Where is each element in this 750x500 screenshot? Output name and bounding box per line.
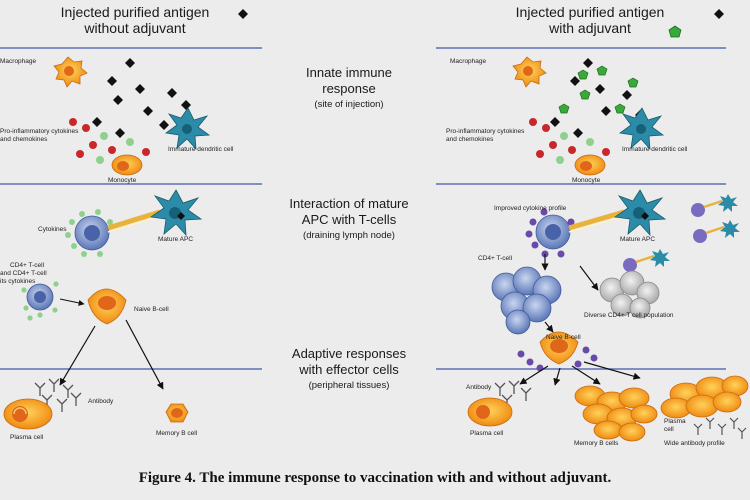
label-antibody-right: Antibody	[466, 384, 492, 391]
cd4-t-cell-icon	[21, 281, 59, 321]
mature-apc-icon	[149, 189, 203, 237]
mature-apc-icon	[613, 189, 667, 237]
label-monocyte-right: Monocyte	[572, 177, 601, 184]
divider-lines	[0, 47, 726, 370]
label-wide-right: Wide antibody profile	[664, 440, 725, 447]
label-mature-apc-right: Mature APC	[620, 236, 656, 243]
label-immature-dc-left: Immature dendritic cell	[168, 146, 234, 153]
label-memory-left: Memory B cell	[156, 430, 198, 437]
macrophage-icon	[53, 56, 88, 88]
label-plasma-left: Plasma cell	[10, 434, 44, 441]
label-diverse-right: Diverse CD4+ T cell population	[584, 312, 674, 319]
label-plasma2-right-line2: cell	[664, 426, 674, 433]
stage-adaptive-sub: (peripheral tissues)	[308, 380, 390, 391]
label-improved-right: Improved cytokine profile	[494, 205, 567, 212]
antigen-icon	[714, 9, 724, 19]
immature-dendritic-cell-icon	[618, 107, 665, 151]
stage-innate: Innate immune response (site of injectio…	[262, 65, 436, 113]
apc-pair-icon	[623, 194, 740, 272]
right-title-line1: Injected purified antigen	[515, 4, 665, 20]
cytokine-particles	[529, 118, 610, 164]
label-cd4b-left-line2: its cytokines	[0, 278, 36, 285]
stage-adaptive-line1: Adaptive responses	[291, 346, 407, 361]
monocyte-icon	[111, 154, 143, 176]
macrophage-icon	[512, 56, 547, 88]
label-plasma2-right-line1: Plasma	[664, 418, 686, 425]
apc-bridge	[107, 209, 161, 231]
t-cell-icon	[65, 209, 113, 257]
plasma-cell-icon	[3, 398, 53, 430]
label-cytokines-left: Pro-inflammatory cytokines and chemokine…	[0, 128, 78, 144]
plasma-cell-icon	[467, 397, 513, 427]
label-cd4b-left: and CD4+ T-cell its cytokines	[0, 270, 47, 286]
antigen-icon	[238, 9, 248, 19]
label-cd4b-left-line1: and CD4+ T-cell	[0, 270, 47, 277]
t-cell-icon	[525, 208, 575, 258]
left-title-line2: without adjuvant	[84, 20, 186, 36]
stage-innate-line1: Innate immune	[306, 65, 392, 80]
label-plasma-right: Plasma cell	[470, 430, 504, 437]
diverse-t-cell-population-icon	[599, 270, 660, 319]
adjuvant-particles	[558, 65, 639, 114]
stage-adaptive: Adaptive responses with effector cells (…	[262, 346, 436, 394]
immature-dendritic-cell-icon	[164, 107, 211, 151]
memory-b-cell-icon	[165, 403, 189, 423]
label-cytokines-left-line2: and chemokines	[0, 136, 48, 143]
label-antibody-left: Antibody	[88, 398, 114, 405]
plasma-cells-icon	[660, 375, 749, 419]
label-cytokines-right: Pro-inflammatory cytokines and chemokine…	[446, 128, 524, 144]
label-plasma2-right: Plasma cell	[664, 418, 686, 434]
label-immature-dc-right: Immature dendritic cell	[622, 146, 688, 153]
label-memory-right: Memory B cells	[574, 440, 619, 447]
stage-interaction-sub: (draining lymph node)	[303, 230, 395, 241]
wide-antibody-icon	[693, 417, 747, 439]
stage-interaction-line2: APC with T-cells	[301, 212, 397, 227]
memory-b-cells-icon	[574, 385, 658, 442]
cytokine-particles	[69, 118, 150, 164]
label-cytokines-left-line1: Pro-inflammatory cytokines	[0, 128, 79, 135]
left-title-line1: Injected purified antigen	[60, 4, 210, 20]
label-mature-apc-left: Mature APC	[158, 236, 194, 243]
label-cytokines2-left: Cytokines	[38, 226, 67, 233]
label-cytokines-right-line1: Pro-inflammatory cytokines	[446, 128, 525, 135]
label-cytokines-right-line2: and chemokines	[446, 136, 494, 143]
stage-interaction-line1: Interaction of mature	[289, 196, 409, 211]
left-panel-title: Injected purified antigen without adjuva…	[10, 4, 260, 36]
stage-adaptive-line2: with effector cells	[299, 362, 399, 377]
stage-interaction: Interaction of mature APC with T-cells (…	[262, 196, 436, 244]
monocyte-icon	[574, 154, 606, 176]
stage-innate-sub: (site of injection)	[314, 99, 384, 110]
stage-innate-line2: response	[322, 81, 376, 96]
label-naive-b-right: Naive B-cell	[546, 334, 581, 341]
adjuvant-icon	[668, 25, 682, 38]
antigen-particles	[92, 58, 191, 138]
label-monocyte-left: Monocyte	[108, 177, 137, 184]
label-cd4-right: CD4+ T-cell	[478, 255, 513, 262]
naive-b-cell-icon	[87, 288, 127, 325]
antibody-icon	[34, 378, 82, 412]
label-cd4-left: CD4+ T-cell	[10, 262, 45, 269]
label-macrophage-right: Macrophage	[450, 58, 487, 65]
label-macrophage-left: Macrophage	[0, 58, 37, 65]
figure-caption: Figure 4. The immune response to vaccina…	[138, 470, 612, 486]
antibody-icon	[494, 380, 532, 408]
right-panel-title: Injected purified antigen with adjuvant	[470, 4, 710, 36]
label-naive-b-left: Naive B-cell	[134, 306, 169, 313]
right-title-line2: with adjuvant	[549, 20, 631, 36]
t-cell-cluster-icon	[491, 266, 562, 335]
